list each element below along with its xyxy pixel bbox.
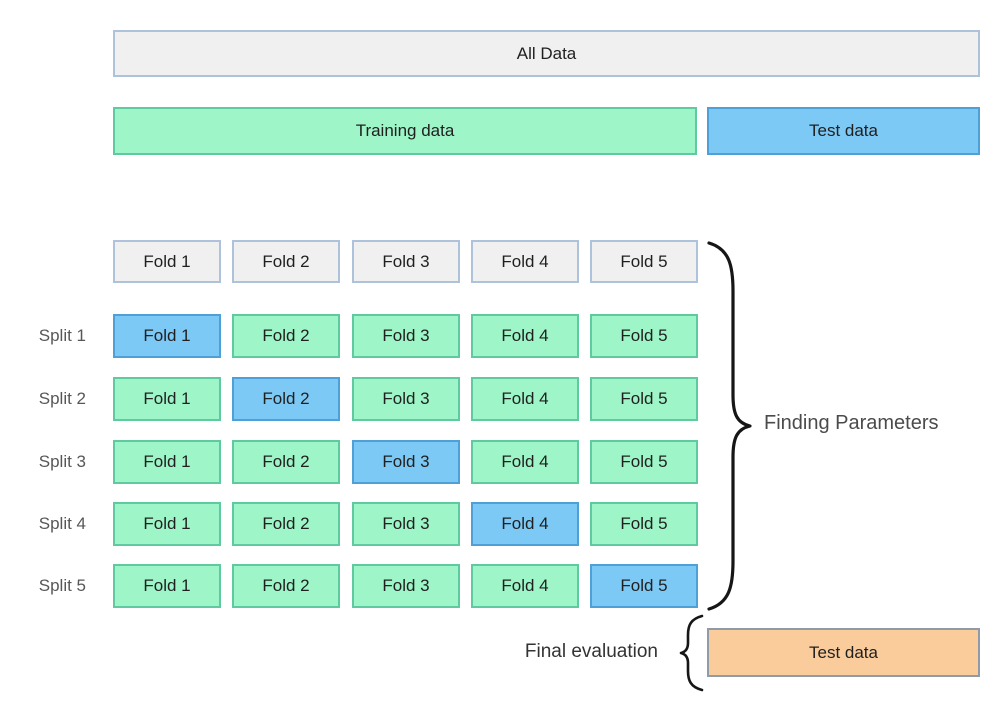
split-label-1: Split 1: [38, 326, 86, 345]
split-1-fold-1-test: Fold 1: [113, 314, 221, 358]
split-3-fold-1-train: Fold 1: [113, 440, 221, 484]
split-label-3: Split 3: [38, 452, 86, 471]
split-2-fold-3-train: Fold 3: [352, 377, 460, 421]
split-5-fold-1-train: Fold 1: [113, 564, 221, 608]
split-5-fold-2-train: Fold 2: [232, 564, 340, 608]
split-4-fold-4-test: Fold 4: [471, 502, 579, 546]
final-evaluation-label: Final evaluation: [524, 641, 658, 662]
split-2-fold-2-test: Fold 2: [232, 377, 340, 421]
split-4-fold-5-train: Fold 5: [590, 502, 698, 546]
split-1-fold-5-train: Fold 5: [590, 314, 698, 358]
fold-header-1: Fold 1: [113, 240, 221, 283]
split-5-fold-5-test: Fold 5: [590, 564, 698, 608]
split-2-fold-5-train: Fold 5: [590, 377, 698, 421]
fold-header-2: Fold 2: [232, 240, 340, 283]
final-test-data-box: Test data: [707, 628, 980, 677]
split-1-fold-3-train: Fold 3: [352, 314, 460, 358]
split-3-fold-5-train: Fold 5: [590, 440, 698, 484]
split-4-fold-1-train: Fold 1: [113, 502, 221, 546]
split-4-fold-2-train: Fold 2: [232, 502, 340, 546]
split-1-fold-4-train: Fold 4: [471, 314, 579, 358]
split-2-fold-1-train: Fold 1: [113, 377, 221, 421]
training-data-bar: Training data: [113, 107, 697, 155]
left-curly-brace-icon: [679, 614, 704, 692]
fold-header-4: Fold 4: [471, 240, 579, 283]
split-5-fold-3-train: Fold 3: [352, 564, 460, 608]
split-1-fold-2-train: Fold 2: [232, 314, 340, 358]
split-label-4: Split 4: [38, 514, 86, 533]
fold-header-5: Fold 5: [590, 240, 698, 283]
split-4-fold-3-train: Fold 3: [352, 502, 460, 546]
fold-header-3: Fold 3: [352, 240, 460, 283]
test-data-bar: Test data: [707, 107, 980, 155]
split-5-fold-4-train: Fold 4: [471, 564, 579, 608]
split-2-fold-4-train: Fold 4: [471, 377, 579, 421]
all-data-bar: All Data: [113, 30, 980, 77]
right-curly-brace-icon: [707, 241, 752, 611]
split-3-fold-3-test: Fold 3: [352, 440, 460, 484]
split-label-2: Split 2: [38, 389, 86, 408]
split-3-fold-2-train: Fold 2: [232, 440, 340, 484]
split-label-5: Split 5: [38, 576, 86, 595]
split-3-fold-4-train: Fold 4: [471, 440, 579, 484]
finding-parameters-label: Finding Parameters: [764, 412, 939, 434]
